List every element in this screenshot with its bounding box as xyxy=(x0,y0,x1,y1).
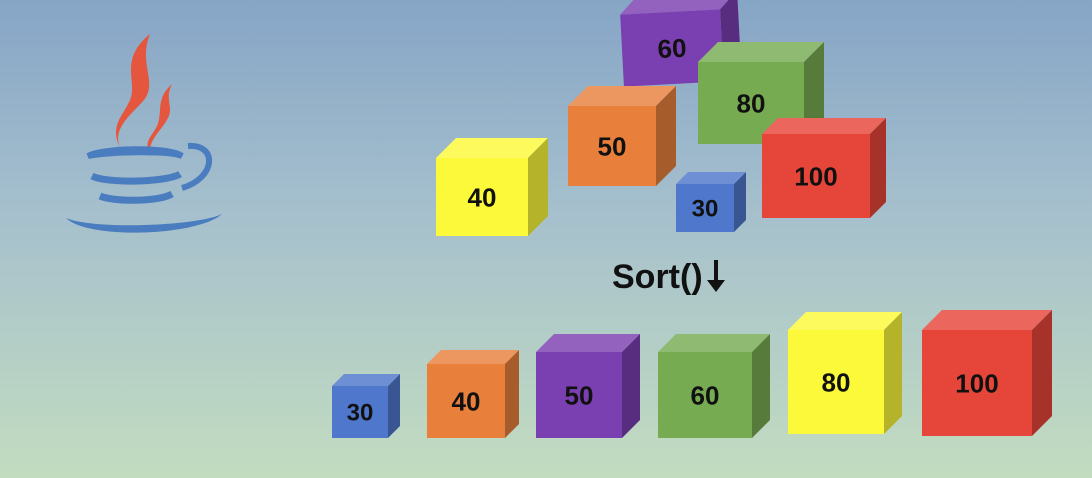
java-cup-handle-icon xyxy=(180,142,212,191)
unsorted-cube-60: 60 xyxy=(620,0,741,87)
java-saucer-icon xyxy=(66,214,222,233)
sorted-cube-label: 100 xyxy=(955,368,998,398)
unsorted-cube-40: 40 xyxy=(436,138,548,236)
java-flame-icon xyxy=(116,34,150,152)
unsorted-cube-label: 60 xyxy=(657,33,687,64)
sort-operation-label: Sort() xyxy=(612,258,727,297)
sorted-cube-60: 60 xyxy=(658,334,770,438)
sorted-cube-label: 80 xyxy=(822,367,851,397)
unsorted-cube-label: 50 xyxy=(598,131,627,161)
sorted-cube-label: 60 xyxy=(691,380,720,410)
sorted-cube-80: 80 xyxy=(788,312,902,434)
unsorted-cube-label: 100 xyxy=(794,161,837,191)
sorted-cube-50: 50 xyxy=(536,334,640,438)
down-arrow-icon xyxy=(706,260,725,292)
sorted-cube-label: 40 xyxy=(452,386,481,416)
unsorted-cube-50: 50 xyxy=(568,86,676,186)
unsorted-cube-label: 80 xyxy=(737,88,766,118)
unsorted-cube-label: 30 xyxy=(692,196,719,223)
java-coffee-cup-icon xyxy=(66,34,222,233)
java-cup-base-icon xyxy=(98,190,174,204)
sorted-cube-label: 30 xyxy=(347,400,374,427)
unsorted-cube-label: 40 xyxy=(468,182,497,212)
unsorted-cube-100: 100 xyxy=(762,118,886,218)
java-cup-body-icon xyxy=(90,170,182,185)
sorted-cubes: 30 40 50 60 80 100 xyxy=(332,310,1052,438)
unsorted-cube-30: 30 xyxy=(676,172,746,232)
sorted-cube-30: 30 xyxy=(332,374,400,438)
sorted-cube-100: 100 xyxy=(922,310,1052,436)
java-cup-top-icon xyxy=(86,146,184,159)
sort-text: Sort() xyxy=(612,258,703,296)
sorted-cube-40: 40 xyxy=(427,350,519,438)
sorted-cube-label: 50 xyxy=(565,380,594,410)
java-flame-small-icon xyxy=(147,84,172,154)
unsorted-cubes: 60 80 50 40 30 100 xyxy=(436,0,886,236)
